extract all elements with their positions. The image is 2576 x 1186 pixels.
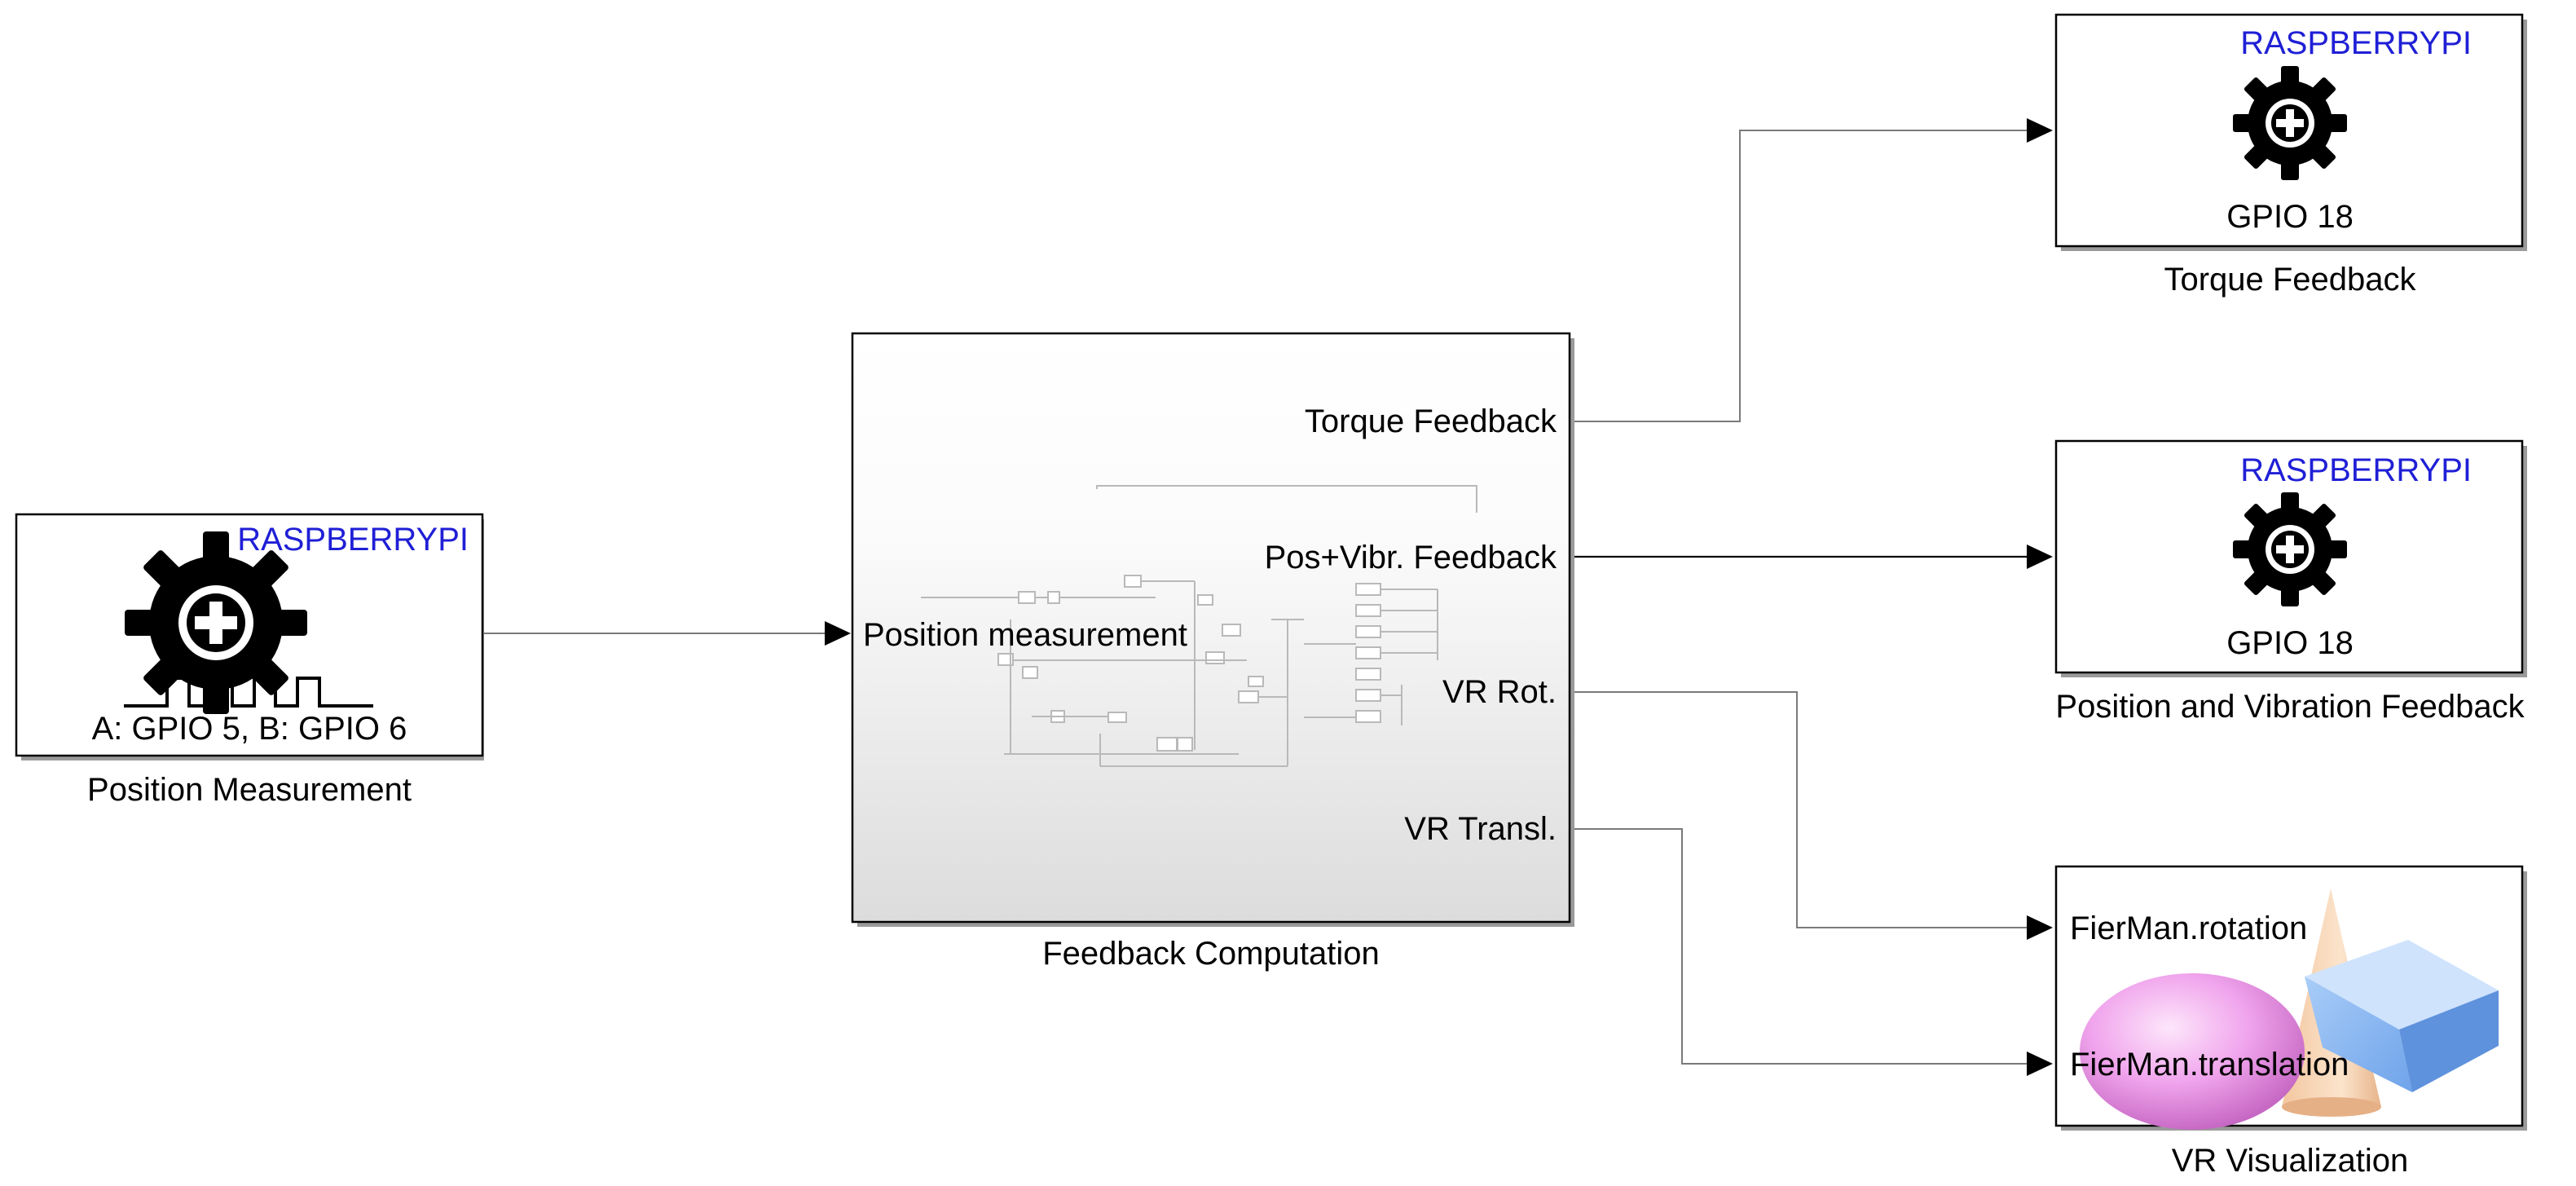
subsystem-contents-preview [921,485,1477,767]
gear-icon [2233,492,2347,606]
vr-visualization-name[interactable]: VR Visualization [2172,1143,2409,1179]
subsystem-output-port-torque: Torque Feedback [1305,403,1557,439]
pos-vibr-feedback-name[interactable]: Position and Vibration Feedback [2055,689,2525,725]
wire-position-measurement[interactable] [484,621,851,646]
wire-torque-feedback[interactable] [1570,118,2053,422]
wire-pos-vibr-feedback[interactable] [1570,545,2053,569]
pos-vibr-feedback-block[interactable]: RASPBERRYPI GPIO 18 [2054,439,2527,677]
feedback-computation-name[interactable]: Feedback Computation [1042,936,1380,972]
vr-input-port-rotation: FierMan.rotation [2070,910,2307,946]
gear-icon [2233,66,2347,180]
subsystem-output-port-vr-rot: VR Rot. [1442,674,1557,710]
block-brand-label: RASPBERRYPI [2240,452,2472,488]
block-brand-label: RASPBERRYPI [237,522,469,558]
position-measurement-block[interactable]: RASPBERRYPI A: GPIO 5, B: GPIO 6 [15,513,484,761]
block-pin-label: GPIO 18 [2226,625,2354,661]
gear-encoder-icon [125,531,307,714]
position-measurement-name[interactable]: Position Measurement [87,772,412,808]
vr-visualization-block[interactable]: FierMan.rotation FierMan.translation [2054,865,2527,1131]
vr-input-port-translation: FierMan.translation [2070,1047,2349,1082]
torque-feedback-name[interactable]: Torque Feedback [2164,262,2416,298]
subsystem-output-port-pos-vibr: Pos+Vibr. Feedback [1265,540,1557,575]
wire-vr-translation[interactable] [1570,828,2053,1076]
block-pin-label: A: GPIO 5, B: GPIO 6 [92,711,407,747]
feedback-computation-subsystem[interactable]: Position measurement Torque Feedback Pos… [851,332,1574,927]
subsystem-output-port-vr-transl: VR Transl. [1404,811,1557,847]
subsystem-input-port-label: Position measurement [863,617,1187,653]
encoder-pulse-icon [124,677,373,708]
torque-feedback-block[interactable]: RASPBERRYPI GPIO 18 [2054,13,2527,251]
vr-shapes-icon [2080,888,2499,1130]
block-brand-label: RASPBERRYPI [2240,25,2472,61]
block-pin-label: GPIO 18 [2226,199,2354,235]
wire-vr-rotation[interactable] [1570,691,2053,940]
